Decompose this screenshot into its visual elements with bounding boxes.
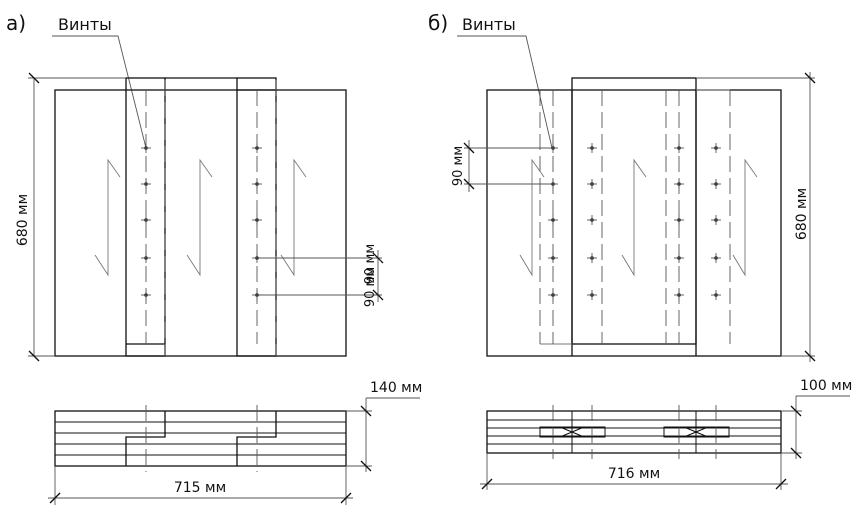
panel-b-spacing-tick-1 [463, 142, 475, 154]
panel-a-right-block [236, 89, 347, 357]
panel-a-screws-callout: Винты [58, 15, 112, 34]
screw-icon [252, 179, 262, 189]
screw-icon [674, 253, 684, 263]
screw-icon [711, 290, 721, 300]
panel-b-width-tick-right [775, 478, 787, 490]
panel-a-width-tick-right [340, 492, 352, 504]
panel-a-spacing-tick-2 [372, 289, 384, 301]
panel-a-outer-boards [54, 89, 347, 357]
panel-b-outer-boards [486, 89, 782, 357]
panel-a-board-right-mid [236, 77, 277, 357]
screw-icon [252, 143, 262, 153]
screw-icon [711, 179, 721, 189]
panel-a-spacing-label-1: 90 мм [363, 244, 378, 284]
panel-a-height-dim-label: 680 мм [15, 194, 31, 246]
panel-b-height-tick-top [804, 72, 816, 84]
panel-a-label: а) [6, 11, 26, 35]
panel-b-grain-arrow-2 [621, 158, 647, 277]
panel-a-grain-arrow-2 [186, 158, 213, 277]
panel-a-thickness-dim-label: 140 мм [370, 380, 422, 396]
panel-b-height-tick-bottom [804, 350, 816, 362]
panel-b-dowel-left [539, 426, 606, 438]
panel-a-height-tick-bottom [28, 350, 40, 362]
screw-icon [252, 215, 262, 225]
panel-b-section [486, 410, 782, 454]
panel-a-thickness-tick-top [360, 405, 372, 417]
panel-a-section-step-left [125, 411, 166, 466]
panel-a-section [54, 410, 347, 467]
screw-icon [141, 143, 151, 153]
panel-b-spacing-tick-2 [463, 178, 475, 190]
screw-icon [141, 215, 151, 225]
panel-b-width-tick-left [481, 478, 493, 490]
panel-a-width-dim-label: 715 мм [174, 480, 226, 496]
panel-b-label: б) [428, 11, 448, 35]
panel-b-thickness-dim-label: 100 мм [800, 378, 852, 394]
screw-icon [674, 215, 684, 225]
screw-icon [141, 179, 151, 189]
screw-icon [587, 179, 597, 189]
screw-icon [711, 143, 721, 153]
screw-icon [548, 290, 558, 300]
panel-b-width-dim-label: 716 мм [608, 466, 660, 482]
screw-icon [711, 215, 721, 225]
screw-icon [587, 253, 597, 263]
panel-a-screws [141, 143, 262, 300]
panel-a-callout-leader [52, 35, 147, 149]
panel-a: а) Винты [6, 11, 422, 505]
panel-b-height-dim-label: 680 мм [794, 188, 810, 240]
panel-b: б) Винты [428, 11, 852, 490]
panel-a-width-tick-left [49, 492, 61, 504]
panel-b-grain-arrow-1 [519, 158, 545, 277]
panel-a-grain-arrow-1 [94, 158, 121, 277]
panel-a-left-block [125, 77, 166, 345]
panel-a-spacing-label-2: 90 мм [363, 267, 378, 307]
panel-a-grain-arrow-3 [280, 158, 307, 277]
screw-icon [674, 179, 684, 189]
panel-b-screws-callout: Винты [462, 15, 516, 34]
panel-a-thickness-tick-bottom [360, 460, 372, 472]
screw-icon [587, 290, 597, 300]
panel-a-height-tick-top [28, 72, 40, 84]
screw-icon [674, 143, 684, 153]
screw-icon [587, 143, 597, 153]
screw-icon [674, 290, 684, 300]
panel-b-screws [548, 143, 721, 300]
panel-a-section-step-right [236, 411, 277, 466]
panel-a-board-left-mid [125, 77, 166, 357]
screw-icon [141, 253, 151, 263]
panel-b-grain-arrow-3 [732, 158, 758, 277]
screw-icon [548, 253, 558, 263]
screw-icon [711, 253, 721, 263]
panel-b-callout-leader [457, 35, 553, 149]
screw-icon [587, 215, 597, 225]
screw-icon [141, 290, 151, 300]
panel-b-dowel-right [663, 426, 730, 438]
panel-b-thickness-tick-bottom [790, 447, 802, 459]
screw-icon [548, 215, 558, 225]
panel-b-thickness-tick-top [790, 405, 802, 417]
panel-a-spacing-tick-1 [372, 252, 384, 264]
panel-b-spacing-label: 90 мм [451, 146, 466, 186]
